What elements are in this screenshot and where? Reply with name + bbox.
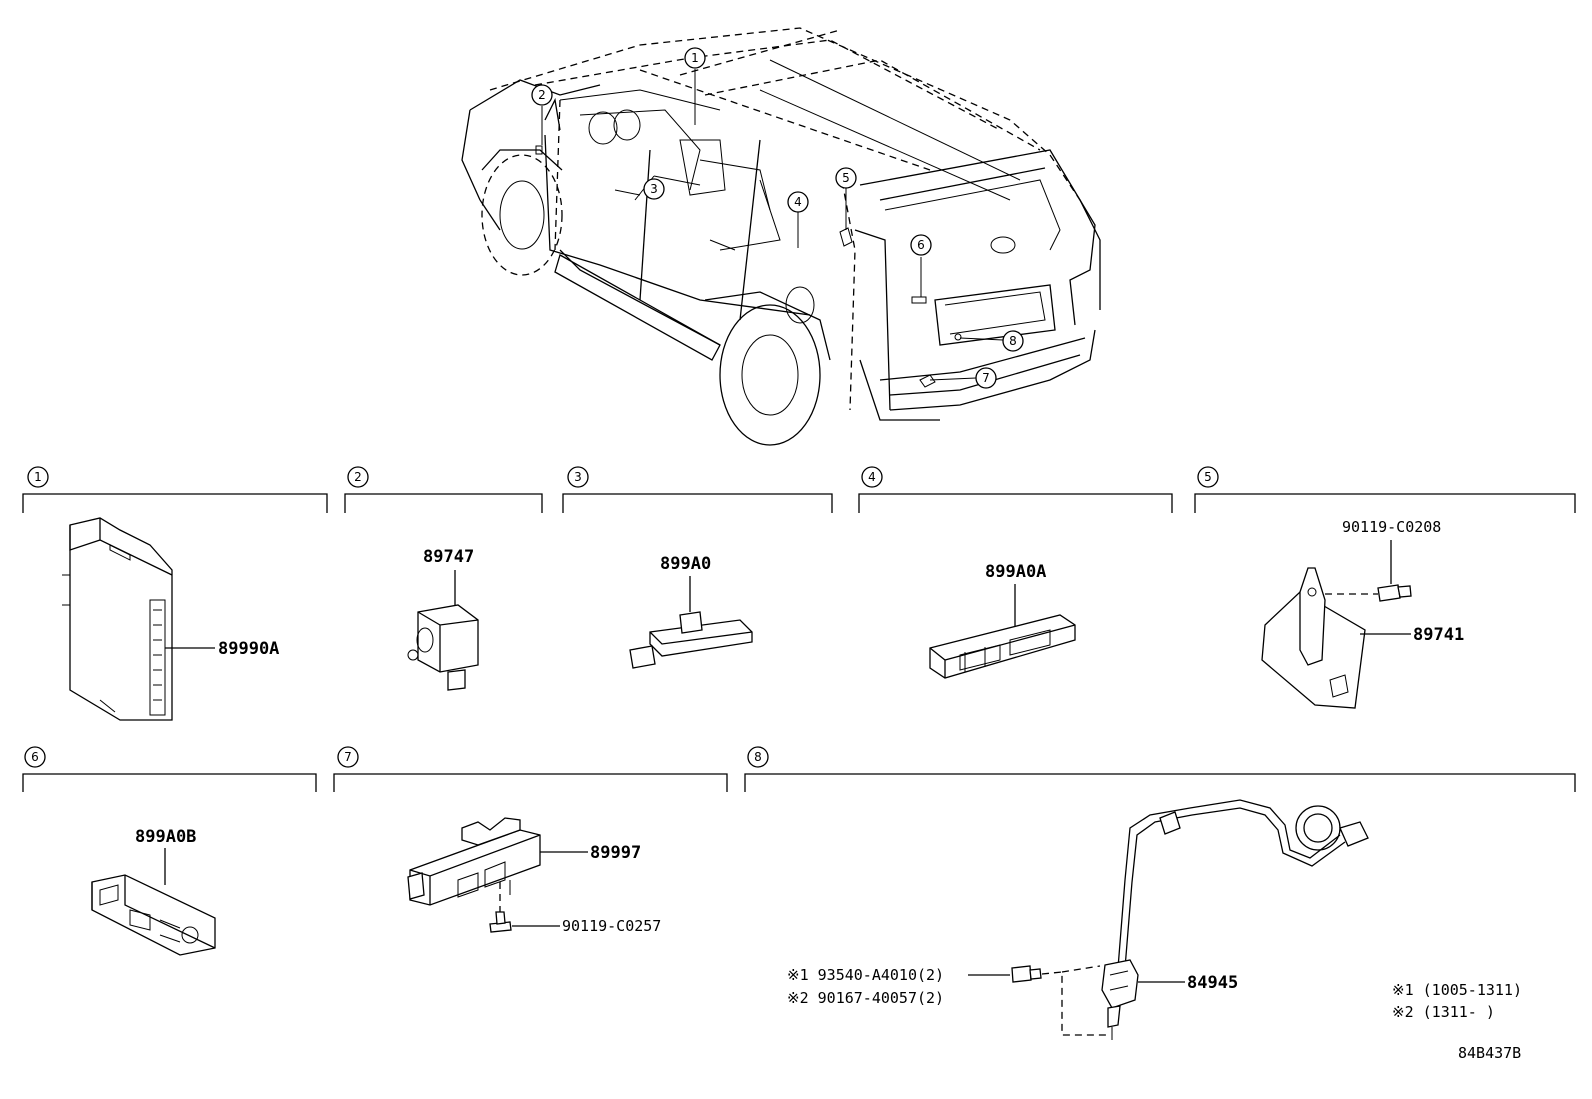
vehicle-callout-4: 4 <box>787 191 809 213</box>
section-6: 6 899A0B <box>22 746 317 956</box>
section-8: 8 84945 ※1 93540-A4010(2) ※2 90167-40057… <box>744 746 1576 1040</box>
svg-text:6: 6 <box>31 750 39 764</box>
part-number-84945: 84945 <box>1187 973 1238 993</box>
section-7: 7 89997 90119-C0257 <box>333 746 728 935</box>
note-2: ※2 (1311- ) <box>1392 1003 1495 1021</box>
callout-1-label: 1 <box>34 470 42 484</box>
vehicle-callout-1: 1 <box>684 47 706 69</box>
vehicle-illustration <box>461 27 1101 446</box>
part-number-90167-40057: ※2 90167-40057(2) <box>787 989 944 1007</box>
callout-2 <box>347 466 369 488</box>
vehicle-leaders <box>541 69 1004 381</box>
part-number-899A0: 899A0 <box>660 554 711 574</box>
ecu-module-drawing <box>62 517 173 721</box>
note-1: ※1 (1005-1311) <box>1392 981 1522 999</box>
part-number-899A0A: 899A0A <box>985 562 1046 582</box>
part-number-89741: 89741 <box>1413 625 1464 645</box>
svg-text:2: 2 <box>354 470 362 484</box>
part-number-89997: 89997 <box>590 843 641 863</box>
part-number-93540-A4010: ※1 93540-A4010(2) <box>787 966 944 984</box>
part-number-89990A: 89990A <box>218 639 279 659</box>
svg-text:5: 5 <box>1204 470 1212 484</box>
part-number-90119-C0208: 90119-C0208 <box>1342 518 1441 536</box>
callout-5 <box>1197 466 1219 488</box>
svg-text:6: 6 <box>917 238 925 252</box>
svg-text:7: 7 <box>982 371 990 385</box>
svg-text:5: 5 <box>842 171 850 185</box>
antenna-89997-drawing <box>407 817 541 906</box>
svg-text:4: 4 <box>794 195 802 209</box>
svg-text:1: 1 <box>691 51 699 65</box>
harness-84945-drawing <box>1101 799 1369 1040</box>
receiver-89741-drawing <box>1261 567 1366 709</box>
screw-90119-C0257-drawing <box>489 911 512 933</box>
section-3: 3 899A0 <box>562 466 833 669</box>
callout-3 <box>567 466 589 488</box>
section-1: 1 89990A <box>22 466 328 721</box>
antenna-899A0B-drawing <box>91 874 216 956</box>
svg-text:8: 8 <box>1009 334 1017 348</box>
antenna-899A0-drawing <box>629 611 753 669</box>
callout-4 <box>861 466 883 488</box>
svg-text:3: 3 <box>574 470 582 484</box>
svg-text:4: 4 <box>868 470 876 484</box>
part-number-89747: 89747 <box>423 547 474 567</box>
svg-text:8: 8 <box>754 750 762 764</box>
section-5: 5 90119-C0208 89741 <box>1194 466 1576 709</box>
applicability-notes: ※1 (1005-1311) ※2 (1311- ) <box>1392 981 1522 1021</box>
bolt-90119-C0208-drawing <box>1377 584 1412 602</box>
section-2: 2 89747 <box>344 466 543 691</box>
sensor-89747-drawing <box>407 604 479 691</box>
callout-8 <box>747 746 769 768</box>
part-number-90119-C0257: 90119-C0257 <box>562 917 661 935</box>
svg-text:3: 3 <box>650 182 658 196</box>
svg-text:7: 7 <box>344 750 352 764</box>
vehicle-callout-6: 6 <box>910 234 932 256</box>
part-number-899A0B: 899A0B <box>135 827 196 847</box>
svg-text:2: 2 <box>538 88 546 102</box>
vehicle-callout-2: 2 <box>531 84 553 106</box>
vehicle-callout-7: 7 <box>975 367 997 389</box>
vehicle-callout-8: 8 <box>1002 330 1024 352</box>
vehicle-callout-3: 3 <box>643 178 665 200</box>
callout-7 <box>337 746 359 768</box>
section-4: 4 899A0A <box>858 466 1173 679</box>
antenna-899A0A-drawing <box>929 614 1076 679</box>
bolt-93540-drawing <box>1011 965 1042 983</box>
vehicle-callout-5: 5 <box>835 167 857 189</box>
callout-1 <box>27 466 49 488</box>
diagram-code: 84B437B <box>1458 1044 1521 1062</box>
callout-6 <box>24 746 46 768</box>
